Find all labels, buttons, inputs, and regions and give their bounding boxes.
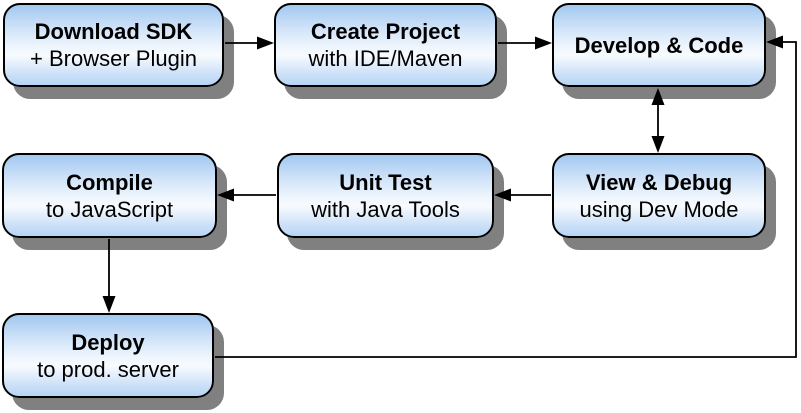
node-develop-code: Develop & Code [552, 3, 766, 87]
node-title: View & Debug [585, 169, 733, 195]
arrow-download-to-create [225, 36, 274, 50]
arrow-compile-to-deploy [102, 239, 116, 313]
node-compile: Compile to JavaScript [2, 153, 217, 238]
node-title: Compile [66, 169, 153, 195]
node-title: Develop & Code [574, 32, 744, 58]
arrow-create-to-develop [498, 36, 552, 50]
node-title: Deploy [71, 329, 145, 355]
node-unit-test: Unit Test with Java Tools [277, 153, 494, 238]
node-title: Download SDK [34, 19, 193, 44]
node-subtitle: with IDE/Maven [308, 46, 463, 71]
node-title: Unit Test [339, 169, 432, 195]
node-view-debug: View & Debug using Dev Mode [552, 153, 766, 238]
node-title: Create Project [310, 19, 461, 44]
node-subtitle: + Browser Plugin [30, 46, 197, 71]
node-subtitle: to prod. server [37, 356, 179, 382]
arrow-develop-view-bidirectional [651, 88, 665, 153]
node-subtitle: with Java Tools [311, 196, 460, 222]
arrow-unittest-to-compile [217, 188, 276, 202]
node-subtitle: to JavaScript [45, 196, 174, 222]
node-create-project: Create Project with IDE/Maven [274, 3, 497, 87]
node-download-sdk: Download SDK + Browser Plugin [3, 3, 224, 87]
node-deploy: Deploy to prod. server [2, 313, 214, 398]
node-subtitle: using Dev Mode [579, 196, 739, 222]
arrow-view-to-unittest [494, 188, 551, 202]
